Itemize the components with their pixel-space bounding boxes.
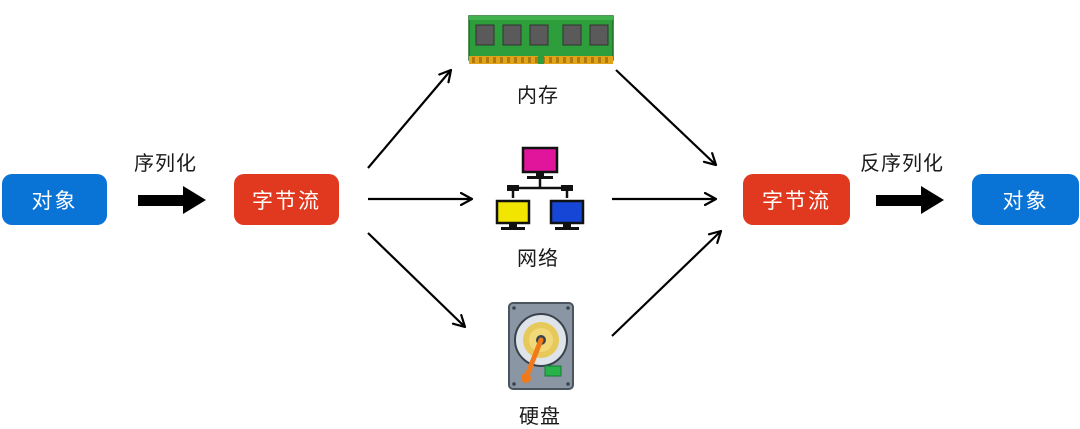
- deserialize-arrow: [876, 186, 944, 214]
- arrow-bytes-to-memory: [367, 70, 451, 169]
- arrow-disk-to-bytes: [611, 231, 721, 337]
- arrow-bytes-to-disk: [367, 232, 465, 327]
- network-label: 网络: [517, 246, 559, 270]
- byte-stream-node-left: 字节流: [234, 174, 339, 225]
- object-node-left: 对象: [2, 174, 107, 225]
- disk-label: 硬盘: [519, 404, 561, 428]
- object-node-right: 对象: [972, 174, 1079, 225]
- memory-label: 内存: [517, 83, 559, 107]
- hard-disk-icon: [508, 302, 574, 390]
- byte-stream-node-right: 字节流: [743, 174, 850, 225]
- ram-module-icon: [468, 15, 614, 64]
- serialize-label: 序列化: [134, 151, 197, 175]
- arrow-memory-to-bytes: [615, 69, 716, 165]
- serialize-arrow: [138, 186, 206, 214]
- network-computers-icon: [495, 146, 585, 230]
- deserialize-label: 反序列化: [860, 151, 944, 175]
